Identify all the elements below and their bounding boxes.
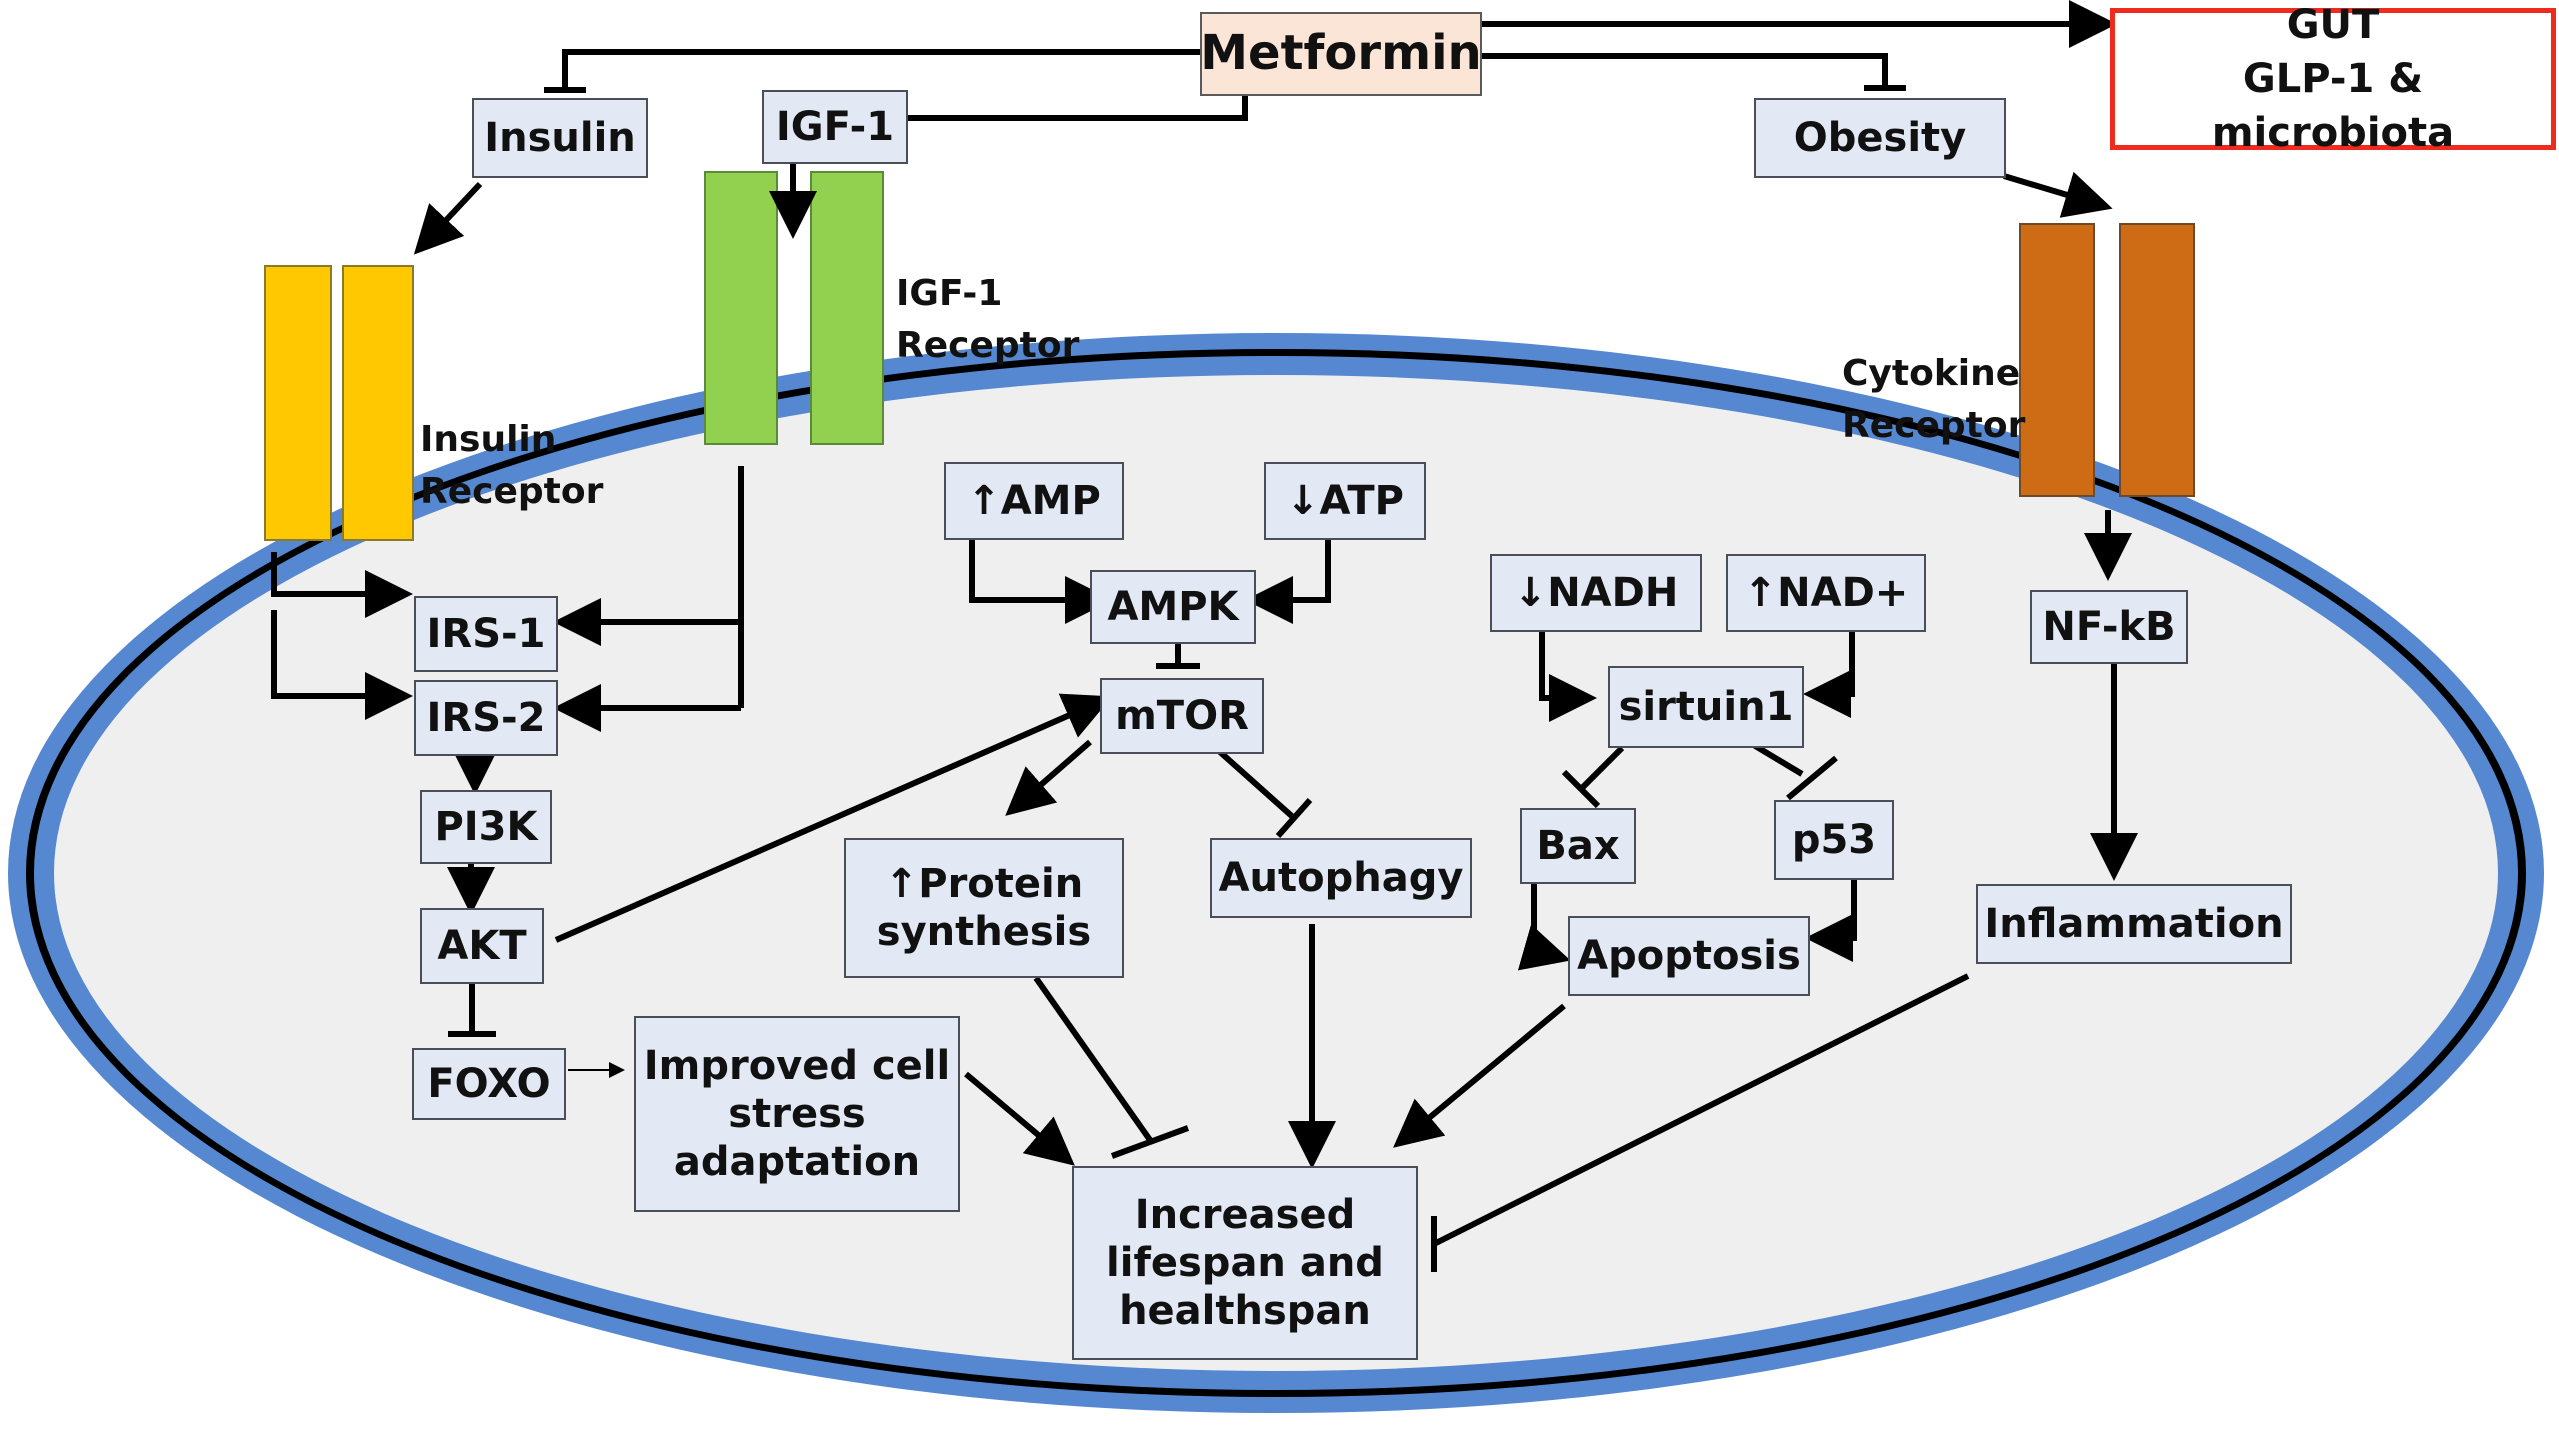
irs1-node: IRS-1 xyxy=(414,596,558,672)
igf1-receptor-left-bar xyxy=(704,171,778,445)
edge-mtor-autophagy xyxy=(1218,749,1296,821)
nad-node: ↑NAD+ xyxy=(1726,554,1926,632)
igf1-node: IGF-1 xyxy=(762,90,908,164)
foxo-node: FOXO xyxy=(412,1048,566,1120)
autophagy-node: Autophagy xyxy=(1210,838,1472,918)
pi3k-node: PI3K xyxy=(420,790,552,864)
insulin-node: Insulin xyxy=(472,98,648,178)
edge-sirtuin1-bax xyxy=(1579,745,1625,791)
igf1-receptor-right-bar xyxy=(810,171,884,445)
insulin-receptor-right-bar xyxy=(342,265,414,541)
gut-node: GUT GLP-1 & microbiota xyxy=(2110,2,2556,156)
edge-stress-lifespan xyxy=(964,1071,1075,1166)
irs2-node: IRS-2 xyxy=(414,680,558,756)
akt-node: AKT xyxy=(420,908,544,984)
igf1-receptor-label: IGF-1 Receptor xyxy=(896,273,1080,367)
edge-metformin-obesity xyxy=(1482,53,1888,88)
cytokine-receptor-label: Cytokine Receptor xyxy=(1842,353,2026,447)
atp-node: ↓ATP xyxy=(1264,462,1426,540)
nadh-node: ↓NADH xyxy=(1490,554,1702,632)
edge-insrec-irs1 xyxy=(271,552,413,618)
mtor-node: mTOR xyxy=(1100,678,1264,754)
ampk-node: AMPK xyxy=(1090,570,1256,644)
lifespan-node: Increased lifespan and healthspan xyxy=(1072,1166,1418,1360)
insulin-receptor-label: Insulin Receptor xyxy=(420,419,604,513)
edge-amp-ampk xyxy=(969,540,1113,624)
edge-insrec-irs2 xyxy=(271,610,413,720)
inflammation-node: Inflammation xyxy=(1976,884,2292,964)
edge-metformin-insulin xyxy=(562,49,1200,90)
amp-node: ↑AMP xyxy=(944,462,1124,540)
edge-nadh-sirtuin1 xyxy=(1539,632,1597,722)
edge-atp-ampk xyxy=(1245,540,1331,624)
edge-metformin-igf1 xyxy=(900,90,1248,121)
sirtuin1-node: sirtuin1 xyxy=(1608,666,1804,748)
edge-obesity-receptor xyxy=(2003,171,2113,218)
stress-adaptation-node: Improved cell stress adaptation xyxy=(634,1016,960,1212)
apoptosis-node: Apoptosis xyxy=(1568,916,1810,996)
cytokine-receptor-left-bar xyxy=(2019,223,2095,497)
edge-apoptosis-lifespan xyxy=(1393,1003,1566,1148)
cytokine-receptor-right-bar xyxy=(2119,223,2195,497)
edge-p53-apoptosis xyxy=(1805,880,1857,962)
edge-akt-mtor xyxy=(554,693,1113,943)
edge-nad-sirtuin1 xyxy=(1803,632,1855,718)
nfkb-node: NF-kB xyxy=(2030,590,2188,664)
metformin-node: Metformin xyxy=(1200,12,1482,96)
bax-node: Bax xyxy=(1520,808,1636,884)
edge-bax-apoptosis xyxy=(1517,884,1571,971)
edge-mtor-protein xyxy=(1005,739,1092,816)
protein-synthesis-node: ↑Protein synthesis xyxy=(844,838,1124,978)
edge-inflammation-lifespan xyxy=(1432,973,1970,1247)
insulin-receptor-left-bar xyxy=(264,265,332,541)
p53-node: p53 xyxy=(1774,800,1894,880)
edge-insulin-receptor xyxy=(413,181,483,255)
edge-protein-lifespan xyxy=(1033,976,1153,1142)
obesity-node: Obesity xyxy=(1754,98,2006,178)
